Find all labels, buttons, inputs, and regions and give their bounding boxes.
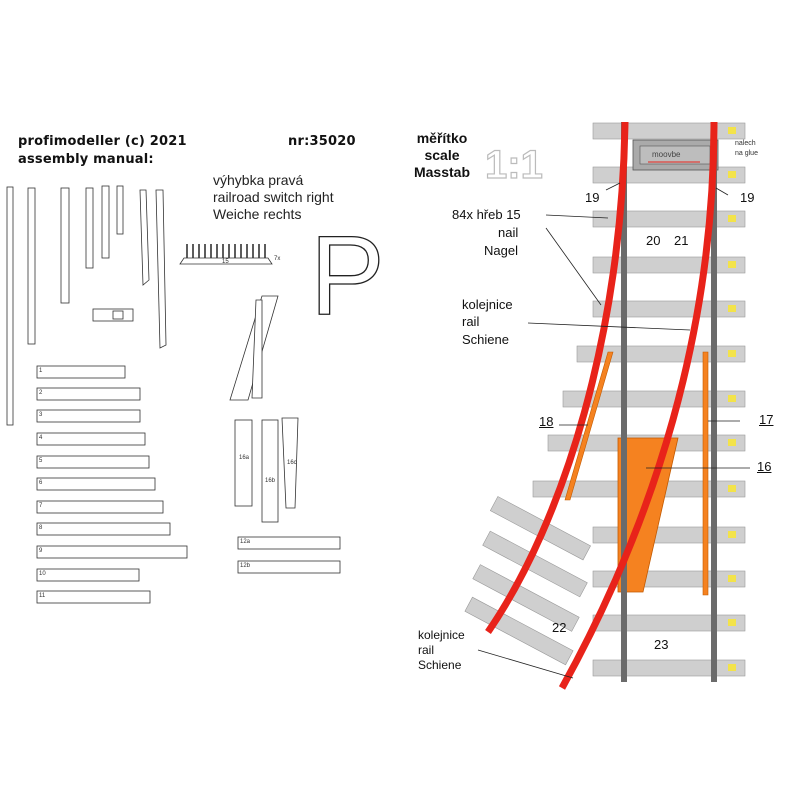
tie-number: 9 bbox=[39, 548, 43, 554]
tie-number: 2 bbox=[39, 390, 43, 396]
rail-top-de: Schiene bbox=[462, 332, 509, 347]
rail-strip bbox=[60, 187, 70, 304]
scale-ratio: 1:1 bbox=[485, 143, 543, 187]
rail-strip-long bbox=[6, 186, 14, 426]
rail-strip bbox=[101, 185, 110, 259]
straight-rail-right bbox=[711, 122, 717, 682]
label-18: 18 bbox=[539, 414, 554, 429]
tie-number: 8 bbox=[39, 525, 43, 531]
tie-number: 6 bbox=[39, 480, 43, 486]
nail-count: 84x hřeb 15 bbox=[452, 207, 521, 222]
tie-number: 10 bbox=[39, 571, 46, 577]
scale-de: Masstab bbox=[413, 164, 471, 180]
tie-number: 7 bbox=[39, 503, 43, 509]
rail-strip bbox=[27, 187, 36, 345]
label-19-left: 19 bbox=[585, 190, 600, 205]
tie-number: 12b bbox=[240, 563, 251, 569]
tie-number: 3 bbox=[39, 412, 43, 418]
yellow-marks bbox=[728, 127, 736, 671]
label-17: 17 bbox=[759, 412, 774, 427]
piece-id: 16a bbox=[239, 455, 250, 461]
rail-strip bbox=[85, 187, 94, 269]
strip-side-label: 7x bbox=[274, 256, 281, 262]
rail-top-cz: kolejnice bbox=[462, 297, 513, 312]
rail-strip-curved bbox=[155, 189, 167, 349]
red-rail-outer bbox=[485, 121, 629, 634]
title-cz: výhybka pravá bbox=[213, 172, 304, 188]
nail-en: nail bbox=[498, 225, 519, 240]
guard-rail-17 bbox=[702, 351, 709, 596]
track-template bbox=[464, 121, 750, 690]
rail-bottom-de: Schiene bbox=[418, 658, 462, 672]
rail-strip-curved bbox=[139, 189, 150, 286]
strip-label: 15 bbox=[222, 259, 229, 265]
tie-number: 5 bbox=[39, 458, 43, 464]
comb-teeth bbox=[186, 244, 266, 258]
scale-cz: měřítko bbox=[416, 130, 468, 146]
tall-piece bbox=[261, 419, 279, 523]
comb-strip bbox=[179, 257, 273, 265]
frog-part bbox=[251, 299, 263, 399]
nail-de: Nagel bbox=[484, 243, 518, 258]
label-22: 22 bbox=[552, 620, 567, 635]
glue-note-1: nalech bbox=[735, 140, 756, 147]
tie-number: 1 bbox=[39, 368, 43, 374]
label-16: 16 bbox=[757, 459, 772, 474]
ties-diverging bbox=[464, 496, 591, 666]
frog-orange bbox=[617, 437, 679, 593]
rail-top-en: rail bbox=[462, 314, 480, 329]
label-23: 23 bbox=[654, 637, 669, 652]
piece-id: 16c bbox=[287, 460, 297, 466]
rail-bottom-cz: kolejnice bbox=[418, 628, 465, 642]
tall-piece bbox=[234, 419, 253, 507]
label-20: 20 bbox=[646, 233, 661, 248]
tie-number: 4 bbox=[39, 435, 43, 441]
label-21: 21 bbox=[674, 233, 689, 248]
part-number: nr:35020 bbox=[288, 134, 356, 149]
glue-note-2: na glue bbox=[735, 150, 758, 157]
scale-en: scale bbox=[424, 147, 460, 163]
piece-id: 16b bbox=[265, 478, 276, 484]
rail-strip bbox=[116, 185, 124, 235]
right-switch-letter: P bbox=[309, 213, 385, 338]
straight-rail-left bbox=[621, 122, 627, 682]
red-rail-inner bbox=[558, 121, 718, 690]
title-en: railroad switch right bbox=[213, 189, 334, 205]
title-de: Weiche rechts bbox=[213, 206, 302, 222]
tie-number: 11 bbox=[39, 593, 46, 599]
leader-lines bbox=[477, 182, 750, 679]
motor-box-label: moovbe bbox=[652, 150, 681, 159]
guard-rail-18 bbox=[564, 351, 614, 501]
rail-bottom-en: rail bbox=[418, 643, 435, 657]
label-19-right: 19 bbox=[740, 190, 755, 205]
brand-text: profimodeller (c) 2021 bbox=[18, 134, 187, 149]
tall-piece bbox=[281, 417, 299, 509]
parts-sheet bbox=[6, 185, 341, 604]
tie-number: 12a bbox=[240, 539, 251, 545]
manual-heading: assembly manual: bbox=[18, 152, 154, 167]
tie-set bbox=[36, 365, 341, 604]
